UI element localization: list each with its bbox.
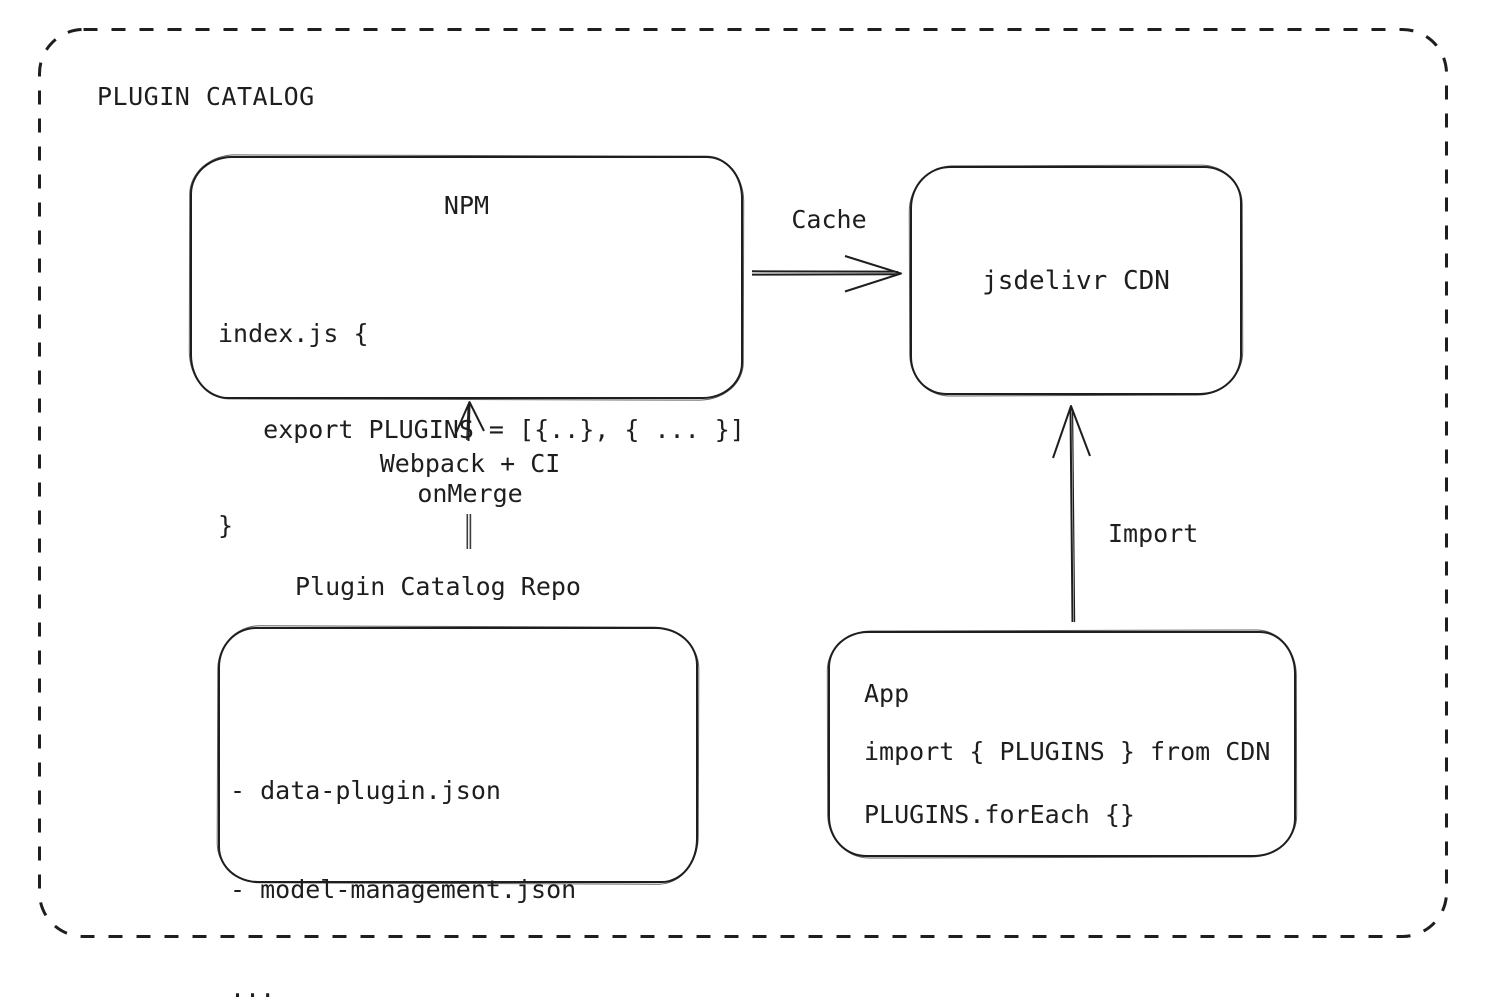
npm-node: NPM index.js { export PLUGINS = [{..}, {… <box>190 156 745 540</box>
npm-code-block: index.js { export PLUGINS = [{..}, { ...… <box>218 254 745 606</box>
page-title: PLUGIN CATALOG <box>97 82 315 111</box>
repo-file-item: ... <box>230 974 276 1002</box>
app-node: App import { PLUGINS } from CDN PLUGINS.… <box>828 631 1296 857</box>
npm-node-title: NPM <box>443 191 490 220</box>
build-edge-label-line1: Webpack + CI <box>379 449 561 478</box>
cache-arrowhead <box>844 255 902 293</box>
cache-edge-label: Cache <box>791 205 867 234</box>
npm-code-line: export PLUGINS = [{..}, { ... }] <box>218 415 745 444</box>
import-edge-label: Import <box>1108 519 1199 548</box>
app-code-line: PLUGINS.forEach {} <box>864 800 1135 829</box>
build-edge-label-line2: onMerge <box>417 479 523 508</box>
import-arrow <box>1052 405 1091 623</box>
repo-file-item: - data-plugin.json <box>230 776 501 805</box>
cdn-node: jsdelivr CDN <box>910 166 1242 395</box>
cdn-node-label: jsdelivr CDN <box>982 265 1170 296</box>
repo-node: - data-plugin.json - model-management.js… <box>218 627 698 1002</box>
repo-node-caption: Plugin Catalog Repo <box>295 572 581 601</box>
app-code-line: import { PLUGINS } from CDN <box>864 737 1271 766</box>
repo-file-item: - model-management.json <box>230 875 577 904</box>
import-arrowhead <box>1052 405 1091 459</box>
cache-arrow <box>751 255 902 293</box>
app-node-title: App <box>864 679 910 708</box>
build-edge-label: Webpack + CI onMerge <box>370 449 570 509</box>
npm-code-line: } <box>218 511 234 540</box>
repo-file-list: - data-plugin.json - model-management.js… <box>230 708 696 1002</box>
npm-code-line: index.js { <box>218 319 369 348</box>
